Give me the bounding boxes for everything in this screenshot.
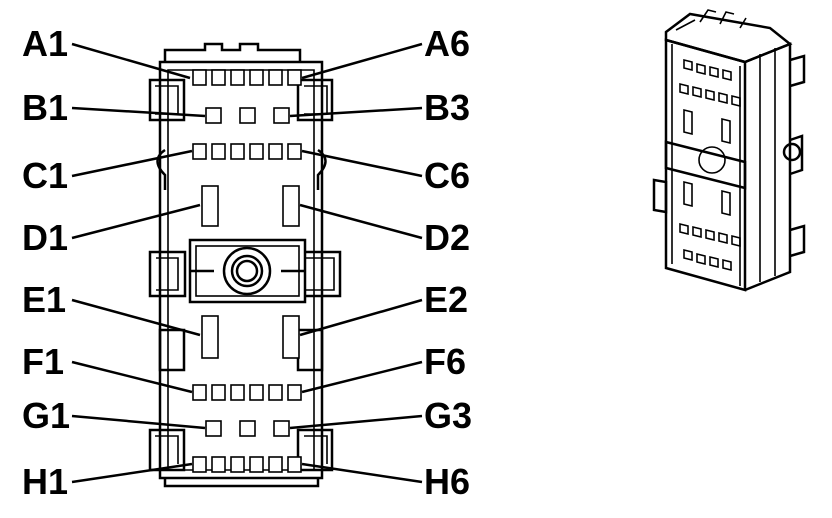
leader-e2 xyxy=(299,298,423,337)
label-d1: D1 xyxy=(22,217,68,258)
leader-d1 xyxy=(71,203,201,240)
label-g3: G3 xyxy=(424,395,472,436)
leader-a6 xyxy=(301,42,423,80)
leader-b3 xyxy=(289,106,423,118)
leader-f1 xyxy=(71,360,193,394)
leader-d2 xyxy=(299,203,423,240)
label-d2: D2 xyxy=(424,217,470,258)
cavity-row-e xyxy=(201,315,300,359)
pin-labels-left: A1 B1 C1 D1 E1 F1 G1 H1 xyxy=(22,23,70,502)
label-f1: F1 xyxy=(22,341,64,382)
label-h6: H6 xyxy=(424,461,470,502)
leader-h6 xyxy=(301,462,423,484)
label-a1: A1 xyxy=(22,23,68,64)
label-a6: A6 xyxy=(424,23,470,64)
label-h1: H1 xyxy=(22,461,68,502)
connector-front-view xyxy=(148,42,342,488)
cavity-row-a xyxy=(192,69,302,86)
pin-labels-right: A6 B3 C6 D2 E2 F6 G3 H6 xyxy=(424,23,472,502)
connector-isometric-view xyxy=(652,9,806,292)
leader-g3 xyxy=(289,414,423,430)
cavity-row-h xyxy=(192,456,302,473)
leader-a1 xyxy=(71,42,191,80)
leader-g1 xyxy=(71,414,206,430)
label-c6: C6 xyxy=(424,155,470,196)
leader-c1 xyxy=(71,149,193,178)
label-g1: G1 xyxy=(22,395,70,436)
leader-b1 xyxy=(71,106,206,118)
cavity-row-g xyxy=(205,420,290,437)
leader-e1 xyxy=(71,298,201,337)
cavity-row-f xyxy=(192,384,302,401)
cavity-row-c xyxy=(192,143,302,160)
label-b3: B3 xyxy=(424,87,470,128)
leader-f6 xyxy=(301,360,423,394)
leader-c6 xyxy=(301,149,423,178)
leader-lines xyxy=(71,42,423,484)
leader-h1 xyxy=(71,462,193,484)
label-e1: E1 xyxy=(22,279,66,320)
label-b1: B1 xyxy=(22,87,68,128)
label-c1: C1 xyxy=(22,155,68,196)
cavity-row-b xyxy=(205,107,290,124)
label-e2: E2 xyxy=(424,279,468,320)
label-f6: F6 xyxy=(424,341,466,382)
cavity-row-d xyxy=(201,185,300,227)
